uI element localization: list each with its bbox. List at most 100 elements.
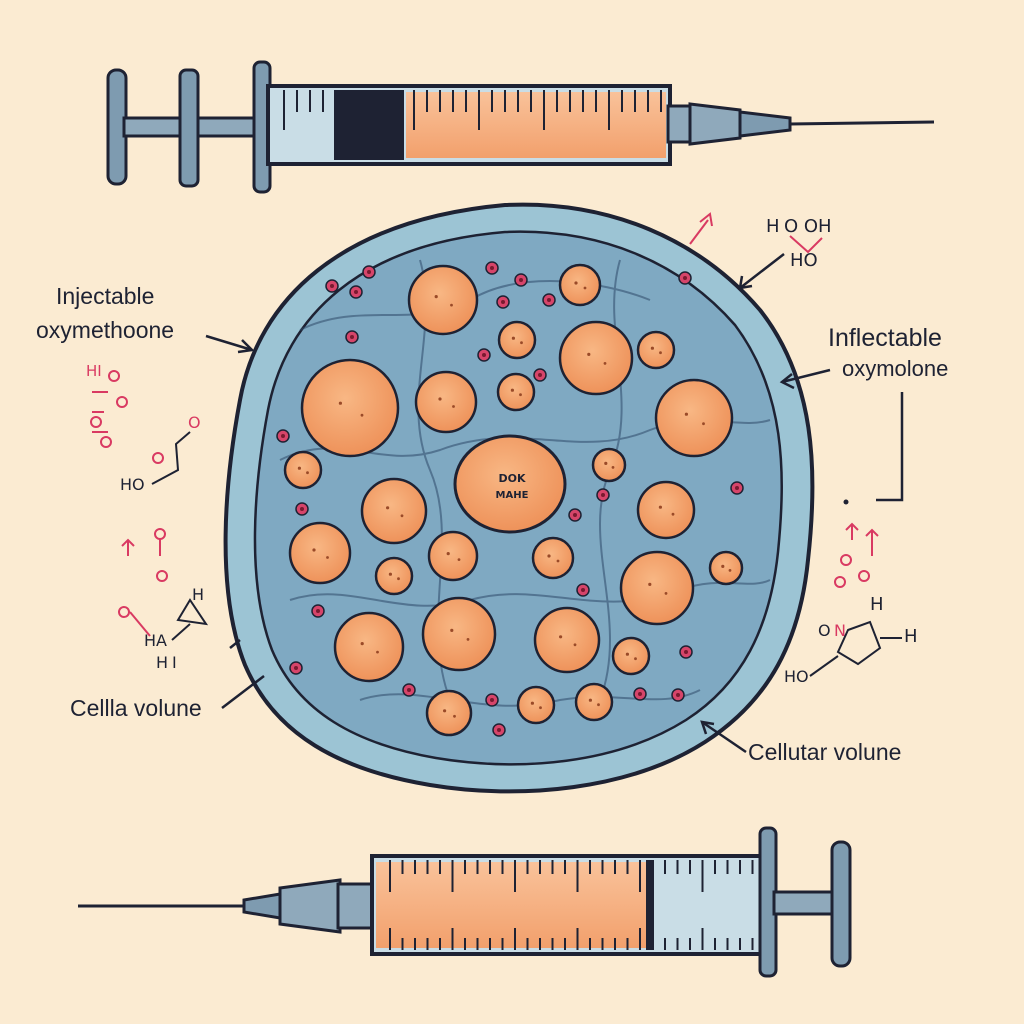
chem-atom — [154, 528, 166, 540]
chem-ha: HA — [144, 631, 167, 650]
organelle — [288, 521, 352, 585]
organelle — [407, 264, 479, 336]
syringe-top — [106, 60, 935, 194]
chem-arrow — [865, 528, 879, 556]
chem-atom — [858, 570, 870, 582]
chem-bond — [789, 235, 823, 254]
chem-ring — [836, 620, 882, 666]
organelle-speck — [574, 281, 578, 285]
organelle-speck — [326, 556, 329, 559]
organelle-speck — [659, 351, 662, 355]
arrow-head — [699, 212, 713, 227]
needle-tip-hub — [242, 892, 282, 920]
organelle-speck — [297, 466, 301, 470]
organelle-speck — [583, 286, 587, 290]
red-dot-center — [676, 693, 680, 697]
red-dot-center — [638, 692, 642, 696]
organelle-speck — [450, 303, 453, 307]
dot-marker — [843, 499, 849, 505]
organelle — [374, 556, 414, 596]
red-dot-center — [581, 588, 585, 592]
chem-arrow — [121, 538, 135, 556]
chem-h-small: H — [192, 585, 204, 604]
chem-bond — [809, 655, 839, 677]
nucleus-label-line2: MAHE — [496, 490, 529, 501]
needle-cone — [278, 878, 342, 934]
organelle-speck — [443, 709, 447, 713]
organelle — [497, 320, 537, 360]
red-dot-center — [501, 300, 505, 304]
organelle-speck — [306, 471, 309, 475]
organelle — [427, 530, 479, 582]
organelle — [636, 330, 676, 370]
organelle-speck — [597, 703, 600, 707]
organelle — [300, 358, 400, 458]
red-dot-center — [350, 335, 354, 339]
chem-atom — [100, 436, 112, 448]
syringe-bottom — [78, 826, 852, 978]
red-dot-center — [573, 513, 577, 517]
organelle-speck — [452, 405, 455, 408]
red-dot-center — [281, 434, 285, 438]
organelle-speck — [539, 706, 542, 710]
fluid — [406, 92, 666, 158]
cell-dots — [276, 261, 744, 737]
organelle — [591, 447, 627, 483]
chem-atom — [118, 606, 130, 618]
organelle — [611, 636, 651, 676]
organelle-speck — [702, 422, 705, 426]
label-cellutar-volune: Cellutar volune — [748, 739, 901, 765]
red-dot-center — [367, 270, 371, 274]
organelle-speck — [519, 393, 522, 397]
chem-o: O — [818, 621, 831, 640]
arrow-head — [779, 373, 795, 390]
chem-ring — [176, 598, 209, 626]
arrow-head — [700, 720, 715, 735]
stopper — [334, 90, 404, 160]
arrow-tick — [229, 639, 241, 649]
chem-n: N — [834, 621, 846, 640]
chem-bond — [171, 623, 191, 641]
cell: DOK MAHE — [223, 202, 815, 794]
needle-tip-hub — [738, 110, 792, 138]
organelle-speck — [559, 635, 563, 639]
organelle-speck — [664, 592, 668, 595]
chem-atom — [152, 452, 164, 464]
chem-h: H — [766, 216, 780, 237]
arrow-chem-top — [739, 253, 785, 289]
organelle — [414, 370, 478, 434]
red-dot-center — [294, 666, 298, 670]
organelle — [636, 480, 696, 540]
organelle-speck — [360, 413, 364, 417]
red-dot-center — [490, 698, 494, 702]
organelle-speck — [604, 461, 608, 465]
organelle-speck — [728, 569, 732, 572]
red-dot-center — [482, 353, 486, 357]
red-dot-center — [538, 373, 542, 377]
label-oxymolone: oxymolone — [842, 356, 948, 381]
graduations — [283, 90, 662, 130]
graduations — [389, 860, 754, 950]
organelle-speck — [510, 388, 514, 392]
arrow-right-top — [781, 368, 831, 384]
stopper — [646, 860, 654, 950]
bracket-line — [876, 392, 904, 502]
organelle — [531, 536, 575, 580]
arrow-left-bottom — [221, 675, 265, 709]
red-dot-center — [519, 278, 523, 282]
red-dot-center — [497, 728, 501, 732]
organelle-speck — [446, 552, 450, 556]
organelle — [333, 611, 405, 683]
organelle-speck — [530, 701, 535, 705]
organelle-speck — [650, 346, 655, 350]
organelle-speck — [573, 643, 577, 647]
organelle-speck — [556, 559, 560, 563]
organelle-speck — [511, 336, 515, 340]
organelle-speck — [611, 466, 615, 469]
organelle — [425, 689, 473, 737]
organelle-speck — [603, 362, 607, 365]
organelle — [574, 682, 614, 722]
organelle-speck — [588, 698, 593, 702]
red-dot-center — [683, 276, 687, 280]
